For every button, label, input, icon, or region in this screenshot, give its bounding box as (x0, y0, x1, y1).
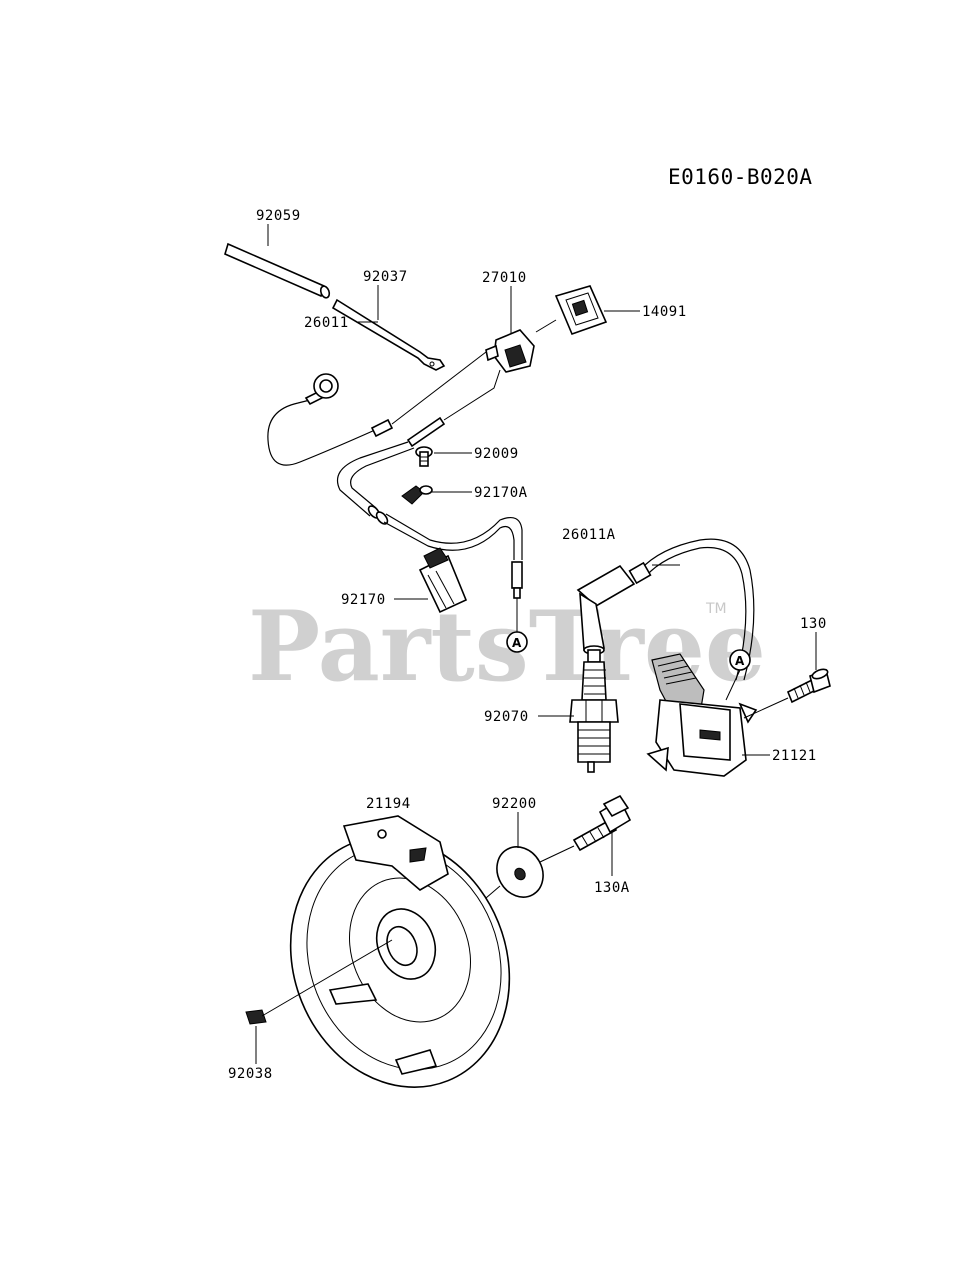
label-26011A: 26011A (562, 527, 616, 543)
label-92170A: 92170A (474, 485, 528, 501)
connector-a-right-text: A (735, 654, 745, 668)
part-130-bolt[interactable] (786, 668, 831, 704)
label-130A: 130A (594, 880, 630, 896)
leader-92200-b (539, 845, 575, 863)
label-92059: 92059 (256, 208, 301, 224)
part-21121-ignition-coil[interactable] (646, 653, 758, 777)
part-92170A-clamp[interactable] (401, 485, 433, 505)
label-21194: 21194 (366, 796, 411, 812)
label-92200: 92200 (492, 796, 537, 812)
part-92037-tie[interactable] (331, 298, 446, 371)
part-21194-flywheel[interactable] (254, 804, 546, 1121)
watermark-tm: TM (705, 601, 727, 617)
label-130: 130 (800, 616, 827, 632)
part-26011-ground-wire[interactable] (267, 351, 487, 466)
connector-a-right: A (725, 649, 751, 701)
part-92038-key[interactable] (245, 1009, 267, 1025)
part-92200-washer[interactable] (488, 838, 552, 905)
connector-a-left-text: A (512, 636, 522, 650)
part-26011A-plug-cap[interactable] (576, 538, 755, 681)
label-27010: 27010 (482, 270, 527, 286)
part-92009-screw[interactable] (415, 446, 433, 467)
label-92170: 92170 (341, 592, 386, 608)
connector-a-left: A (506, 598, 528, 653)
label-14091: 14091 (642, 304, 687, 320)
leader-92038-a (261, 939, 393, 1017)
label-92037: 92037 (363, 269, 408, 285)
label-92038: 92038 (228, 1066, 273, 1082)
part-92070-spark-plug[interactable] (569, 649, 619, 773)
label-92009: 92009 (474, 446, 519, 462)
leader-21194-a (485, 885, 501, 899)
part-92059-tube[interactable] (224, 242, 331, 299)
leader-14091-b (535, 319, 557, 333)
leader-130-b (743, 697, 789, 719)
part-130A-bolt[interactable] (572, 794, 632, 852)
part-main-harness[interactable] (336, 369, 523, 599)
label-92070: 92070 (484, 709, 529, 725)
part-92170-clip[interactable] (418, 547, 468, 614)
label-26011: 26011 (304, 315, 349, 331)
diagram-code: E0160-B020A (668, 165, 813, 189)
part-27010-switch[interactable] (485, 329, 535, 373)
label-21121: 21121 (772, 748, 817, 764)
part-14091-cover[interactable] (554, 285, 608, 336)
